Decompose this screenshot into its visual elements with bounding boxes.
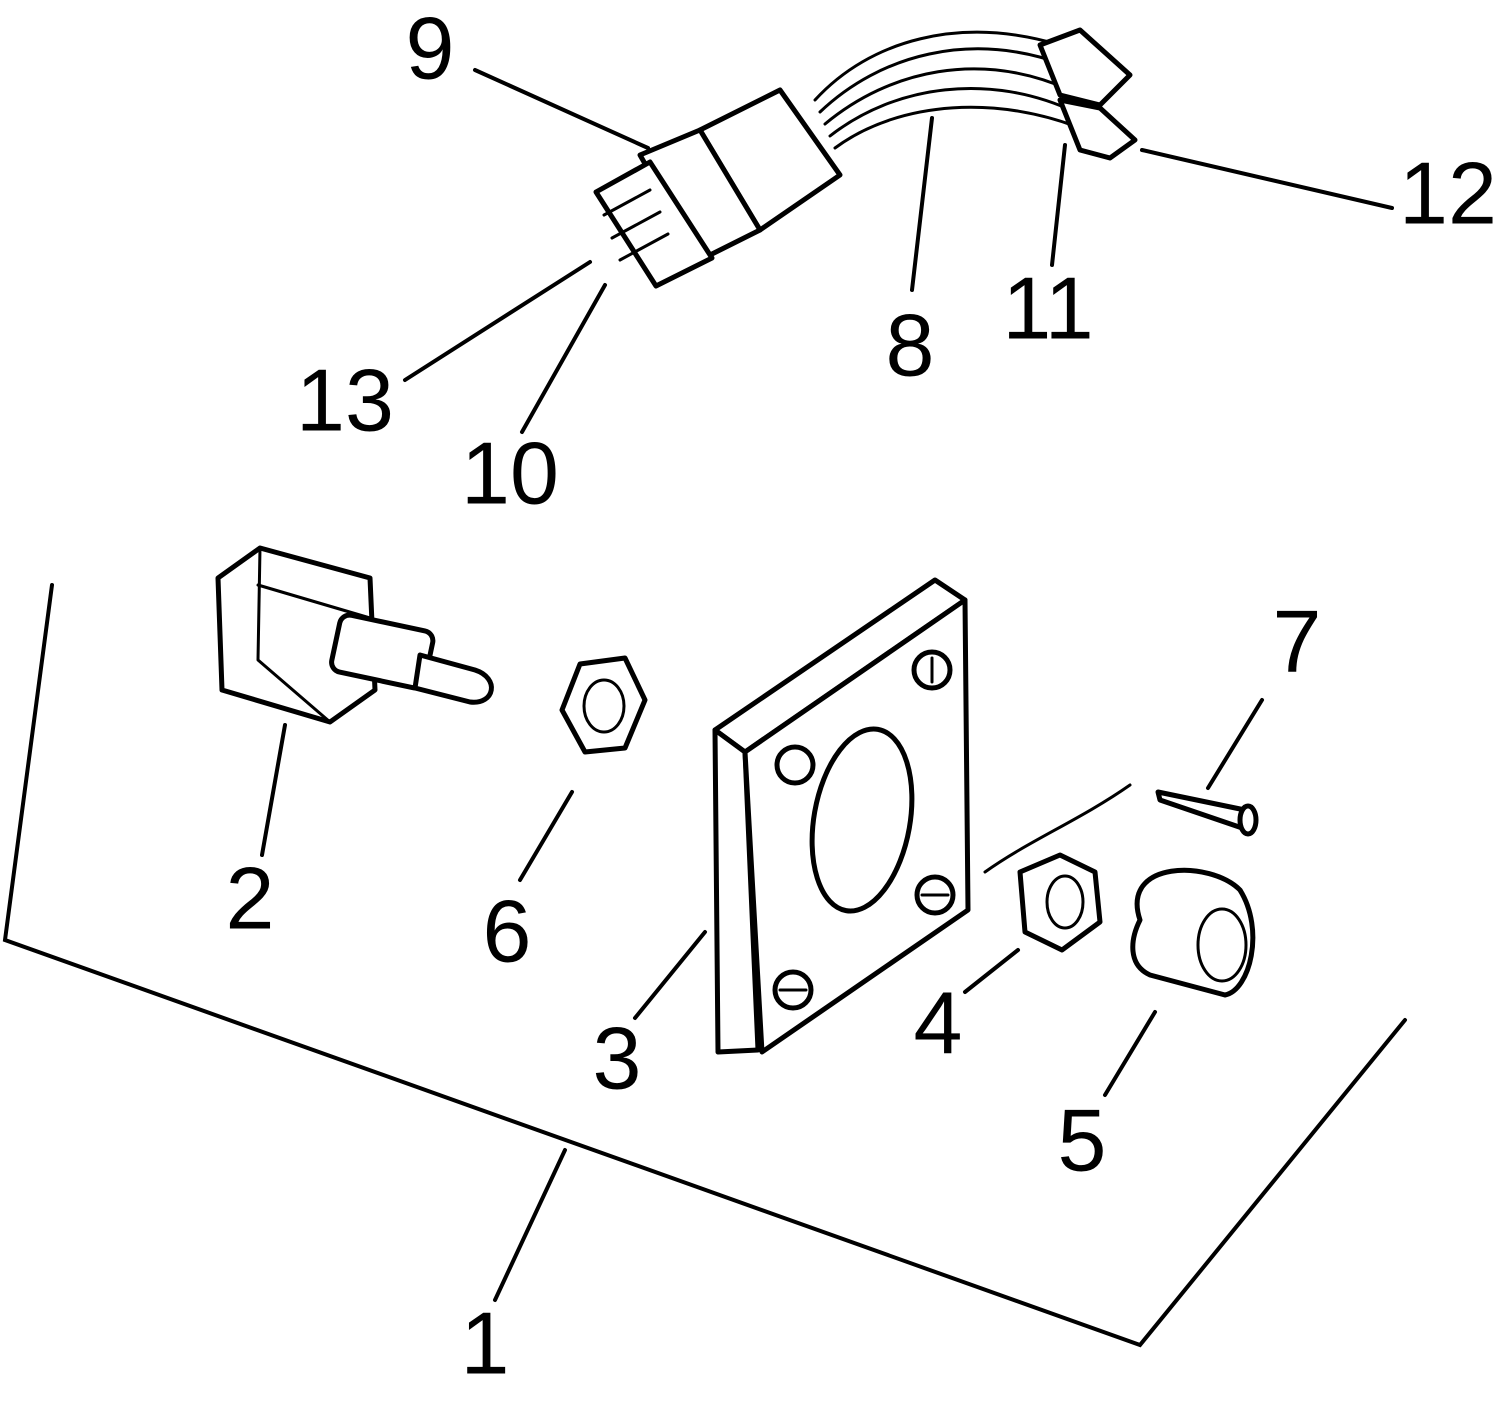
callout-12: 12 [1399,143,1497,242]
screw [983,783,1259,874]
mounting-plate [712,577,971,1055]
leader-lines [260,68,1394,1302]
callout-2: 2 [226,848,275,947]
hex-nut [559,655,648,755]
lock-nut [1017,852,1103,953]
panel-outline [2,583,1407,1348]
callout-1: 1 [461,1293,510,1392]
callout-8: 8 [886,295,935,394]
callout-10: 10 [461,423,559,522]
wiring-harness [813,30,1087,150]
callout-5: 5 [1058,1090,1107,1189]
callout-7: 7 [1273,591,1322,690]
harness-terminal-end [1037,27,1138,161]
callout-4: 4 [914,973,963,1072]
callout-3: 3 [593,1008,642,1107]
callout-13: 13 [296,350,394,449]
callout-11: 11 [1002,258,1093,357]
toggle-switch [215,545,494,725]
harness-connector-housing [593,87,843,289]
callout-9: 9 [406,0,455,97]
callout-6: 6 [483,881,532,980]
callout-labels: 1 2 3 4 5 6 7 8 9 10 11 12 13 [226,0,1497,1392]
knob [1130,867,1256,998]
